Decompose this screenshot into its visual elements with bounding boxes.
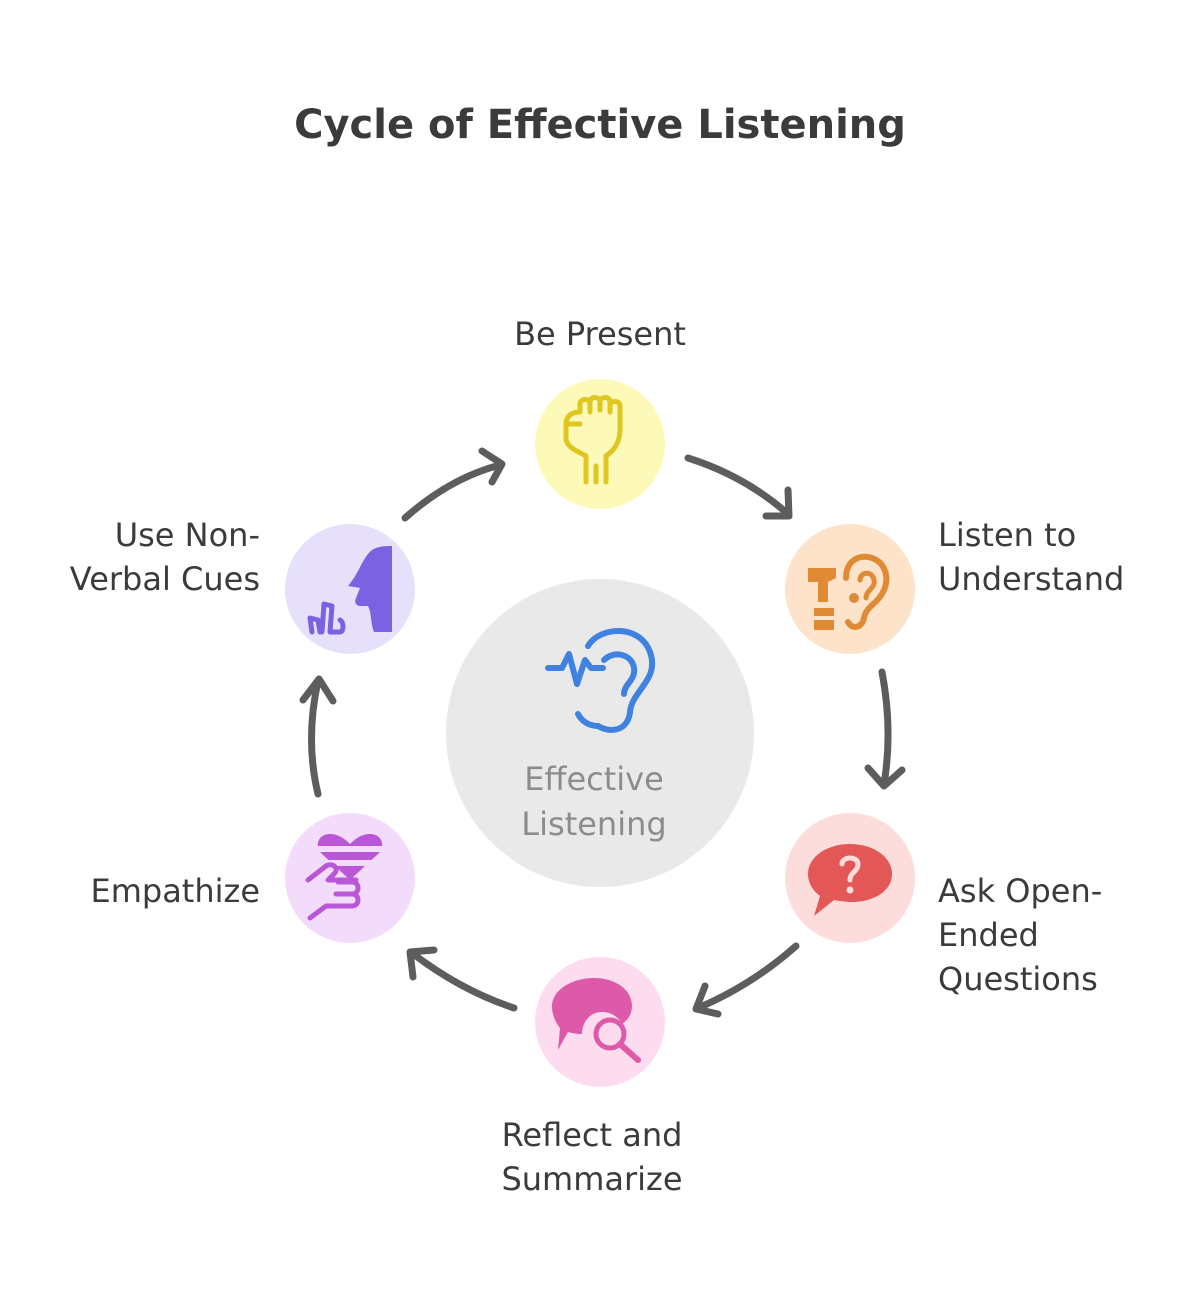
- center-hub: Effective Listening: [446, 579, 754, 887]
- diagram-title: Cycle of Effective Listening: [294, 102, 906, 148]
- speech-bubble-magnifier-icon: [552, 978, 641, 1063]
- step-empathize: Empathize: [90, 813, 415, 943]
- heart-hand-icon: [305, 834, 386, 921]
- step-be-present: Be Present: [514, 315, 686, 509]
- question-speech-bubble-icon: [808, 844, 892, 916]
- arrow-empathize-to-use-non-verbal-cues: [299, 675, 337, 798]
- step-label-line-1: Ask Open-: [938, 872, 1102, 910]
- arrow-listen-to-understand-to-ask-open-ended-questions: [864, 668, 906, 790]
- step-reflect-and-summarize: Reflect and Summarize: [501, 957, 683, 1198]
- face-gesture-icon: [307, 546, 392, 635]
- step-use-non-verbal-cues: Use Non- Verbal Cues: [70, 516, 415, 654]
- arrow-reflect-and-summarize-to-empathize: [406, 946, 518, 1012]
- step-label-line-1: Empathize: [90, 872, 260, 910]
- center-circle: [446, 579, 754, 887]
- step-label-line-1: Reflect and: [502, 1116, 683, 1154]
- step-label-line-1: Listen to: [938, 516, 1076, 554]
- step-label-line-2: Verbal Cues: [70, 560, 260, 598]
- step-ask-open-ended-questions: Ask Open- Ended Questions: [785, 813, 1102, 998]
- step-label-line-1: Use Non-: [115, 516, 260, 554]
- step-circle: [285, 524, 415, 654]
- arrow-use-non-verbal-cues-to-be-present: [401, 447, 506, 522]
- center-label-line-2: Listening: [521, 805, 666, 843]
- raised-fist-icon: [563, 395, 623, 485]
- arrow-be-present-to-listen-to-understand: [684, 454, 793, 520]
- step-circle: [785, 524, 915, 654]
- step-listen-to-understand: Listen to Understand: [785, 516, 1124, 654]
- ear-sound-icon: [545, 628, 655, 733]
- step-label-line-1: Be Present: [514, 315, 686, 353]
- step-circle: [535, 379, 665, 509]
- arrow-ask-open-ended-questions-to-reflect-and-summarize: [692, 942, 800, 1018]
- step-label-line-2: Summarize: [501, 1160, 682, 1198]
- step-label-line-2: Understand: [938, 560, 1124, 598]
- center-label-line-1: Effective: [524, 760, 664, 798]
- step-label-line-2: Ended: [938, 916, 1039, 954]
- ear-hearing-aid-icon: [808, 553, 890, 630]
- step-label-line-3: Questions: [938, 960, 1098, 998]
